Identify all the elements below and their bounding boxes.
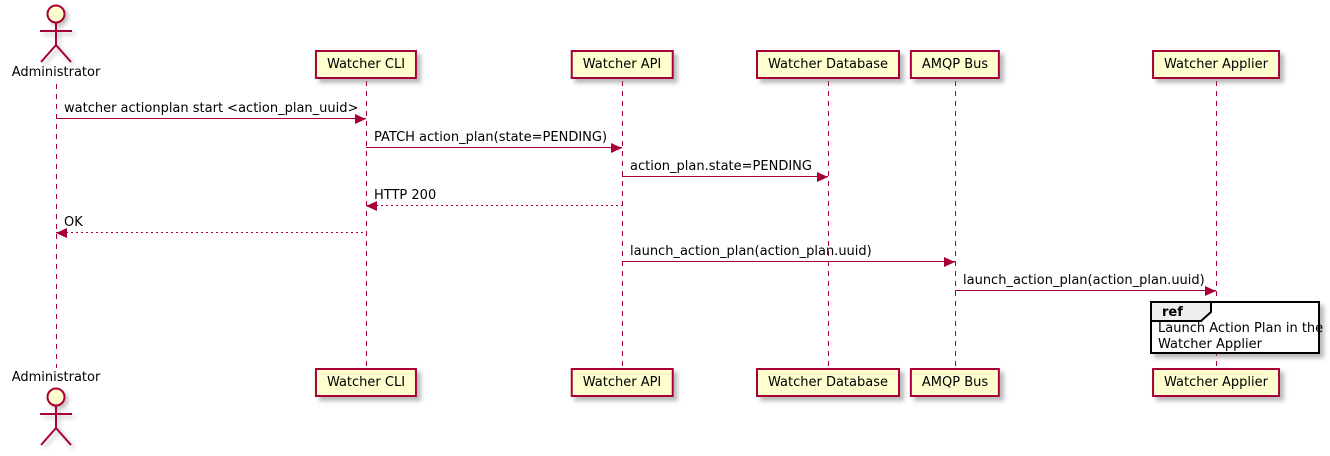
message-label: HTTP 200 [374,188,437,203]
message-label: PATCH action_plan(state=PENDING) [374,130,608,145]
participant-box-watcher-cli-bottom: Watcher CLI [314,368,418,397]
participant-label: Watcher CLI [326,375,406,390]
ref-text-line: Watcher Applier [1158,337,1262,352]
message-arrowhead [944,256,955,267]
participant-label: Watcher Applier [1164,375,1268,390]
message-label: launch_action_plan(action_plan.uuid) [630,244,872,259]
message-label: launch_action_plan(action_plan.uuid) [963,273,1205,288]
administrator-actor-icon-bottom [24,386,88,452]
participant-box-watcher-applier-top: Watcher Applier [1152,50,1280,79]
lifeline-watcher-database [828,81,829,368]
participant-box-watcher-applier-bottom: Watcher Applier [1152,368,1280,397]
participant-box-watcher-cli-top: Watcher CLI [314,50,418,79]
participant-label: Watcher API [582,57,662,72]
message-arrowhead [366,200,377,211]
message-arrowhead [1205,285,1216,296]
lifeline-watcher-cli [366,81,367,368]
participant-label: AMQP Bus [921,375,989,390]
lifeline-administrator [56,84,57,368]
message-label: OK [64,215,83,230]
message-line [366,147,622,148]
participant-label: Watcher API [582,375,662,390]
message-label: watcher actionplan start <action_plan_uu… [64,101,359,116]
message-arrowhead [355,113,366,124]
participant-box-watcher-database-top: Watcher Database [756,50,900,79]
message-line [622,261,955,262]
participant-box-watcher-api-bottom: Watcher API [570,368,674,397]
ref-header-pentagon [1150,301,1214,322]
participant-label: AMQP Bus [921,57,989,72]
actor-label-top: Administrator [11,65,101,80]
administrator-actor-icon-top [24,3,88,69]
participant-label: Watcher Applier [1164,57,1268,72]
participant-box-watcher-database-bottom: Watcher Database [756,368,900,397]
message-line [622,176,828,177]
message-label: action_plan.state=PENDING [630,159,812,174]
message-arrowhead [611,142,622,153]
ref-text-line: Launch Action Plan in the [1158,321,1324,336]
participant-label: Watcher CLI [326,57,406,72]
message-line [366,205,622,206]
participant-box-amqp-bus-bottom: AMQP Bus [909,368,1001,397]
lifeline-watcher-api [622,81,623,368]
participant-box-watcher-api-top: Watcher API [570,50,674,79]
message-arrowhead [817,171,828,182]
lifeline-watcher-applier [1216,81,1217,368]
message-line [955,290,1216,291]
actor-label-bottom: Administrator [11,370,101,385]
message-line [56,118,366,119]
participant-label: Watcher Database [768,375,888,390]
message-line [56,232,366,233]
message-arrowhead [56,227,67,238]
lifeline-amqp-bus [955,81,956,368]
participant-box-amqp-bus-top: AMQP Bus [909,50,1001,79]
participant-label: Watcher Database [768,57,888,72]
ref-keyword: ref [1162,305,1183,320]
